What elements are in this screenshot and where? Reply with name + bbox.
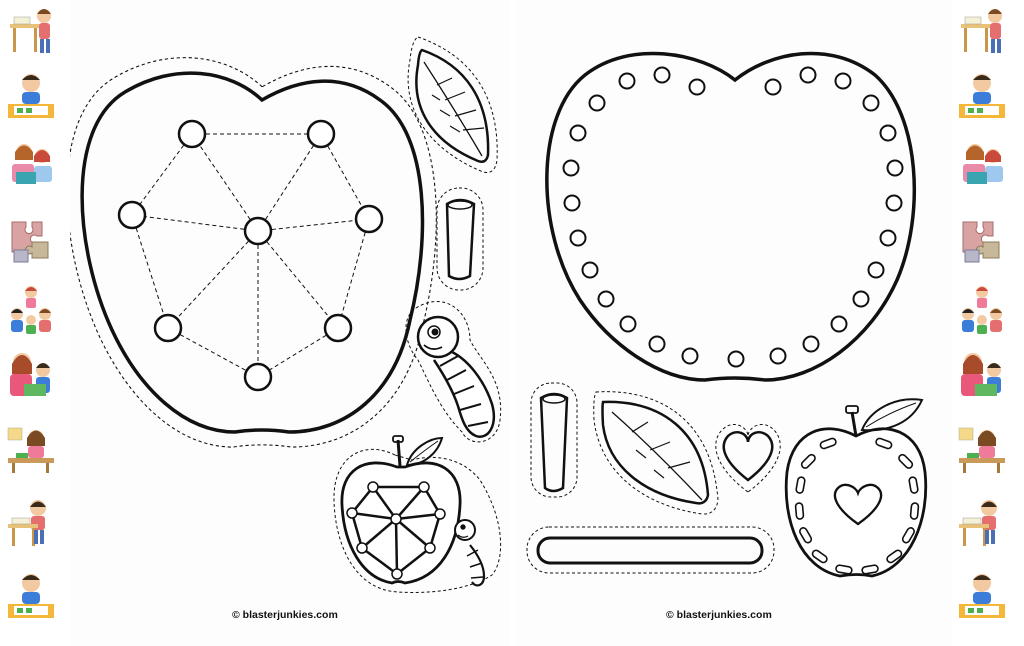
boy-writing-icon: [8, 500, 46, 546]
heart-cutout: [715, 424, 781, 493]
left-worksheet: © blasterjunkies.com: [70, 0, 510, 646]
child-at-desk-icon: [10, 9, 51, 53]
left-decoration-strip: [0, 0, 62, 646]
peg-connection-lines: [131, 133, 370, 378]
peg-holes: [117, 119, 384, 392]
boy-coloring-icon: [8, 574, 54, 618]
puzzle-pieces-icon: [11, 221, 49, 263]
girls-reading-icon: [963, 144, 1003, 184]
apple-board-cutout: [70, 57, 437, 448]
left-worksheet-art: [70, 36, 502, 593]
boy-coloring-icon: [959, 74, 1005, 118]
boy-writing-icon: [959, 500, 997, 546]
finished-apple-example: [333, 435, 502, 593]
right-worksheet: © blasterjunkies.com: [516, 0, 952, 646]
right-worksheet-art: [526, 51, 928, 578]
girl-at-desk-icon: [958, 427, 1005, 473]
boy-coloring-icon: [959, 574, 1005, 618]
lacing-apple-cutout: [545, 51, 916, 382]
stem-cutout: [436, 187, 484, 291]
leaf-cutout: [407, 36, 498, 173]
mother-reading-icon: [961, 353, 1001, 396]
finished-lacing-example: [784, 398, 928, 578]
boy-coloring-icon: [8, 74, 54, 118]
children-playing-icon: [11, 286, 51, 334]
children-playing-icon: [962, 286, 1002, 334]
girls-reading-icon: [12, 144, 52, 184]
girl-at-desk-icon: [7, 427, 54, 473]
worm-cutout: [405, 301, 502, 443]
stem-cutout: [530, 382, 578, 498]
credit-text: © blasterjunkies.com: [232, 609, 338, 621]
lace-strip-cutout: [526, 526, 775, 574]
mother-reading-icon: [10, 353, 50, 396]
puzzle-pieces-icon: [962, 221, 1000, 263]
laced-stitches: [794, 437, 920, 575]
child-at-desk-icon: [961, 9, 1002, 53]
right-decoration-strip: [951, 0, 1013, 646]
leaf-cutout: [593, 391, 719, 515]
credit-text: © blasterjunkies.com: [666, 609, 772, 621]
lacing-holes: [562, 66, 904, 368]
